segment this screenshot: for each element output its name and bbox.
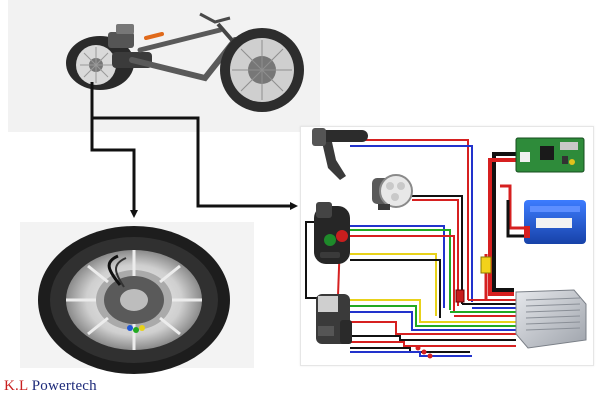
- headlight: [372, 174, 413, 210]
- brand-name-kl: K.L: [4, 378, 28, 394]
- display-pcb: [515, 137, 585, 173]
- motor-controller: [515, 289, 587, 349]
- arrow-to-wiring-diagram: [90, 116, 298, 210]
- arrow-to-hub-motor: [90, 82, 138, 218]
- drift-trike-image: [66, 12, 304, 112]
- red-connector: [455, 289, 465, 303]
- brake-lever: [312, 128, 368, 180]
- battery-pack: [524, 200, 586, 244]
- switch-control: [314, 202, 350, 264]
- brand-name-powertech: Powertech: [27, 378, 97, 394]
- hub-motor-wheel-image: [38, 226, 230, 374]
- yellow-connector: [480, 256, 492, 274]
- brand-logo: K.L Powertech: [4, 378, 97, 395]
- wire-harness: [305, 139, 526, 357]
- thumb-throttle: [316, 294, 352, 344]
- junction-dots: [415, 345, 433, 359]
